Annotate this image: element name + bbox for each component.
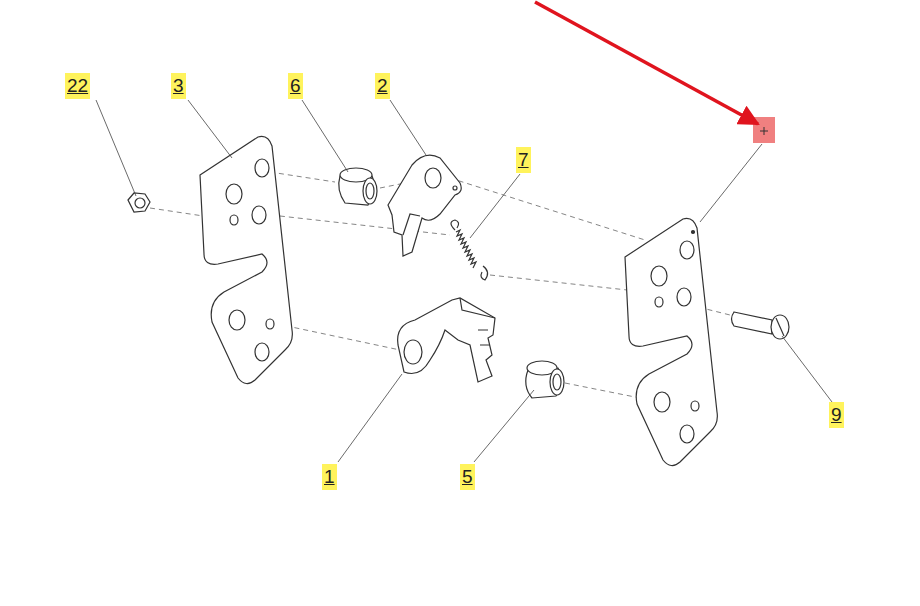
callout-number: 5: [460, 464, 475, 490]
callout-number: 22: [65, 73, 90, 99]
side-plate: [625, 218, 717, 465]
spacer: [339, 168, 377, 205]
callout-number: 1: [322, 464, 337, 490]
callout-number: 7: [516, 147, 531, 173]
callout-number: 9: [829, 402, 844, 428]
lever-part: [398, 298, 495, 382]
callout-number: 6: [288, 73, 303, 99]
marker: [535, 2, 775, 143]
callout-number: 2: [375, 73, 390, 99]
pin: [732, 312, 790, 339]
hook-part: [388, 155, 461, 256]
side-plate: [200, 136, 292, 383]
hex-nut: [128, 193, 150, 212]
spring: [451, 220, 488, 280]
callout-number: 3: [171, 73, 186, 99]
